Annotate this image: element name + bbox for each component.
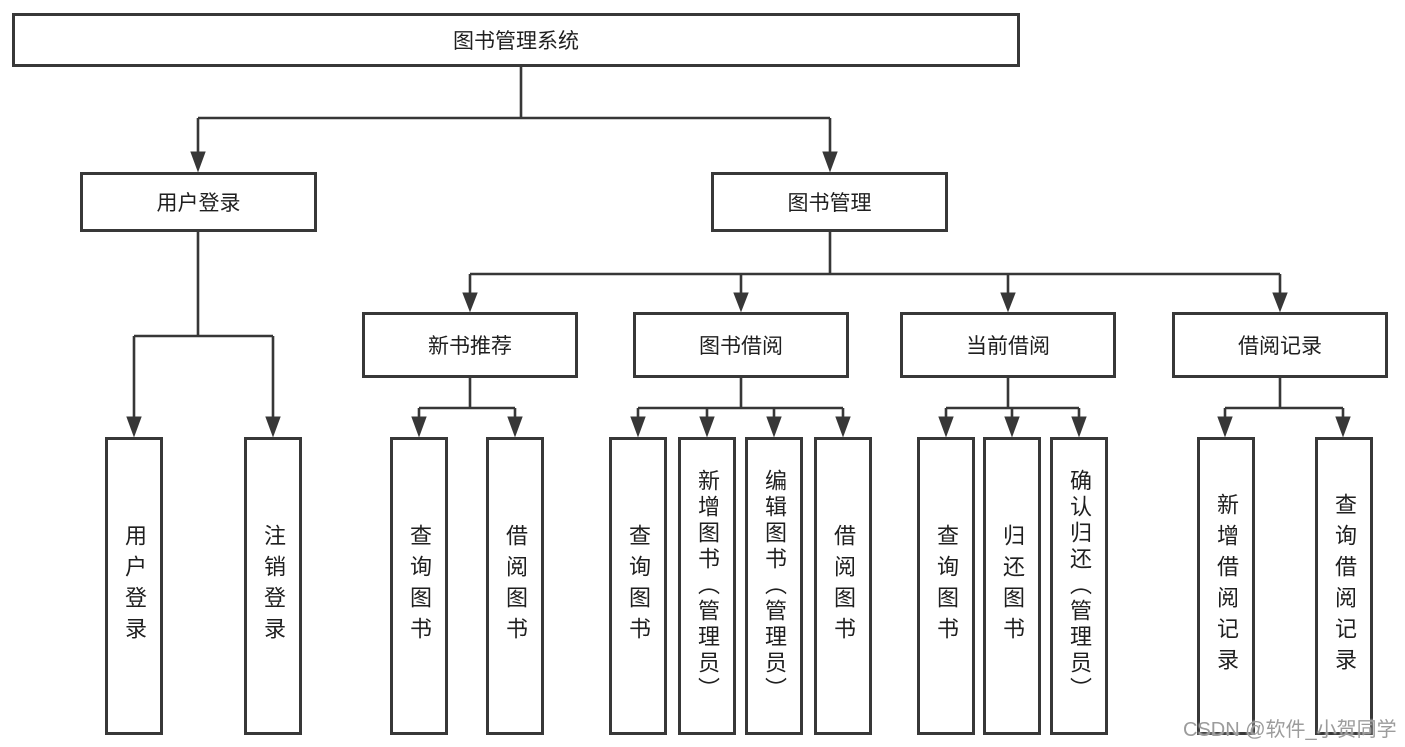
leaf-borrow-borrow: 借阅图书 — [814, 437, 872, 735]
arrow-icon — [822, 151, 838, 173]
arrow-icon — [1272, 292, 1288, 313]
arrow-icon — [462, 292, 478, 313]
leaf-label: 借阅图书 — [503, 524, 528, 648]
node-book-management: 图书管理 — [711, 172, 948, 232]
arrow-icon — [507, 416, 523, 438]
arrow-icon — [766, 416, 782, 438]
node-user-login: 用户登录 — [80, 172, 317, 232]
leaf-label: 新增图书（管理员） — [695, 469, 720, 703]
arrow-icon — [1004, 416, 1020, 438]
node-root-system: 图书管理系统 — [12, 13, 1020, 67]
arrow-icon — [1335, 416, 1351, 438]
arrow-icon — [835, 416, 851, 438]
leaf-label: 查询借阅记录 — [1332, 493, 1357, 679]
leaf-borrow-edit-admin: 编辑图书（管理员） — [745, 437, 803, 735]
node-borrow-records: 借阅记录 — [1172, 312, 1388, 378]
leaf-label: 编辑图书（管理员） — [762, 469, 787, 703]
leaf-record-add: 新增借阅记录 — [1197, 437, 1255, 735]
leaf-label: 查询图书 — [934, 524, 959, 648]
leaf-user-login: 用户登录 — [105, 437, 163, 735]
arrow-icon — [1000, 292, 1016, 313]
arrow-icon — [411, 416, 427, 438]
arrow-icon — [190, 151, 206, 173]
leaf-newbook-borrow: 借阅图书 — [486, 437, 544, 735]
arrow-icon — [265, 416, 281, 438]
leaf-logout: 注销登录 — [244, 437, 302, 735]
leaf-label: 归还图书 — [1000, 524, 1025, 648]
leaf-label: 借阅图书 — [831, 524, 856, 648]
arrow-icon — [938, 416, 954, 438]
leaf-borrow-query: 查询图书 — [609, 437, 667, 735]
leaf-label: 新增借阅记录 — [1214, 493, 1239, 679]
leaf-label: 确认归还（管理员） — [1067, 469, 1092, 703]
leaf-current-query: 查询图书 — [917, 437, 975, 735]
leaf-label: 用户登录 — [122, 524, 147, 648]
csdn-watermark: CSDN @软件_小贺同学 — [1183, 719, 1397, 741]
leaf-record-query: 查询借阅记录 — [1315, 437, 1373, 735]
arrow-icon — [126, 416, 142, 438]
leaf-borrow-add-admin: 新增图书（管理员） — [678, 437, 736, 735]
arrow-icon — [699, 416, 715, 438]
arrow-icon — [733, 292, 749, 313]
arrow-icon — [630, 416, 646, 438]
arrow-icon — [1217, 416, 1233, 438]
node-current-borrow: 当前借阅 — [900, 312, 1116, 378]
arrow-icon — [1071, 416, 1087, 438]
leaf-label: 查询图书 — [407, 524, 432, 648]
leaf-label: 查询图书 — [626, 524, 651, 648]
leaf-current-confirm-admin: 确认归还（管理员） — [1050, 437, 1108, 735]
leaf-newbook-query: 查询图书 — [390, 437, 448, 735]
leaf-label: 注销登录 — [261, 524, 286, 648]
leaf-current-return: 归还图书 — [983, 437, 1041, 735]
node-book-borrow: 图书借阅 — [633, 312, 849, 378]
node-new-book-recommend: 新书推荐 — [362, 312, 578, 378]
